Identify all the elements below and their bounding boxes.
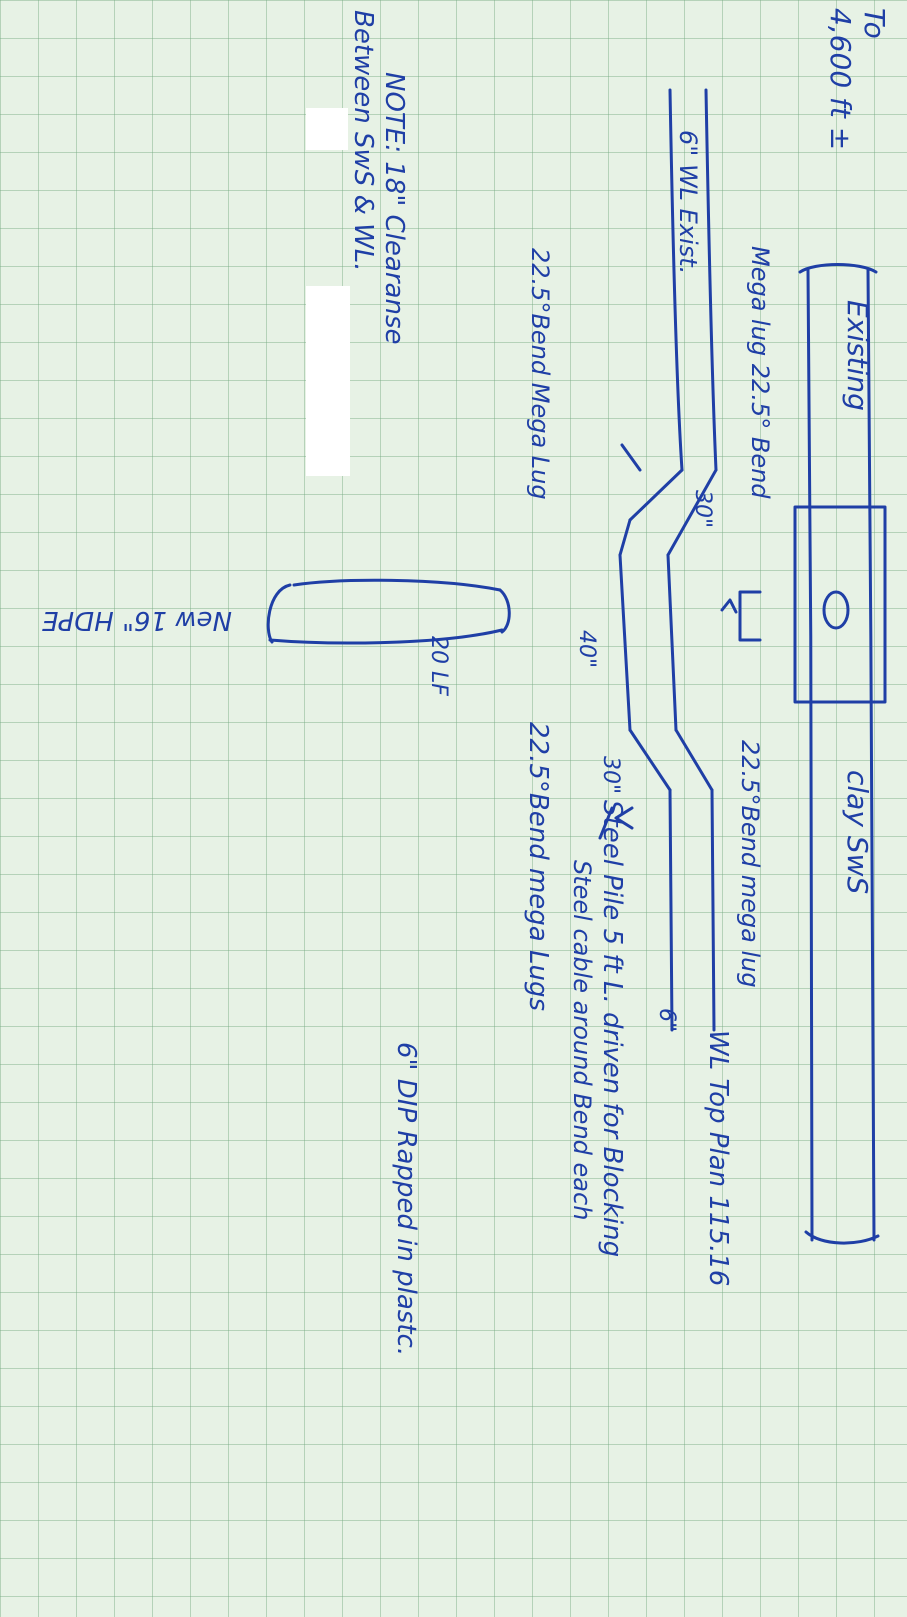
to-note: To <box>858 8 891 39</box>
to-distance: 4,600 ft ± <box>824 8 857 150</box>
steel-cable-note: Steel cable around Bend each <box>568 860 596 1220</box>
bend-megalug-bottom: 22.5°Bend Mega Lug <box>526 248 554 500</box>
dip-note: 6" DIP Rapped in plastc. <box>391 1042 421 1356</box>
existing-label: Existing <box>841 300 874 411</box>
existing-wl-label: 6" WL Exist. <box>674 130 702 274</box>
whiteout-patch-lower <box>306 286 350 476</box>
dim-30-second: 30" <box>598 756 623 794</box>
dimension-marker <box>598 806 634 840</box>
dim-6: 6" <box>654 1008 679 1032</box>
length-20lf: 20 LF <box>426 636 451 696</box>
bend-megalug-top: 22.5°Bend mega lug <box>736 740 764 988</box>
dim-40: 40" <box>574 630 599 668</box>
new-hdpe-label: New 16" HDPE <box>41 605 232 635</box>
offset-bends <box>618 468 718 1032</box>
steel-pile-note: Steel Pile 5 ft L. driven for Blocking <box>597 800 627 1257</box>
between-note: Between SwS & WL. <box>348 10 378 272</box>
megalug-top-label: Mega lug 22.5° Bend <box>746 246 774 499</box>
manhole-box <box>793 505 887 704</box>
existing-sewer-pipe <box>798 263 880 1245</box>
wl-top-plan: WL Top Plan 115.16 <box>703 1030 733 1286</box>
new-hdpe-pipe <box>266 578 511 645</box>
bend-megalugs-bottom: 22.5°Bend mega Lugs <box>523 722 553 1011</box>
dim-30-first: 30" <box>690 490 715 528</box>
existing-water-line <box>668 88 718 472</box>
whiteout-patch-upper <box>306 108 348 150</box>
connection-stub <box>620 443 762 642</box>
clearance-note: NOTE: 18" Clearanse <box>379 72 409 345</box>
clay-sws-label: clay SwS <box>841 770 874 894</box>
